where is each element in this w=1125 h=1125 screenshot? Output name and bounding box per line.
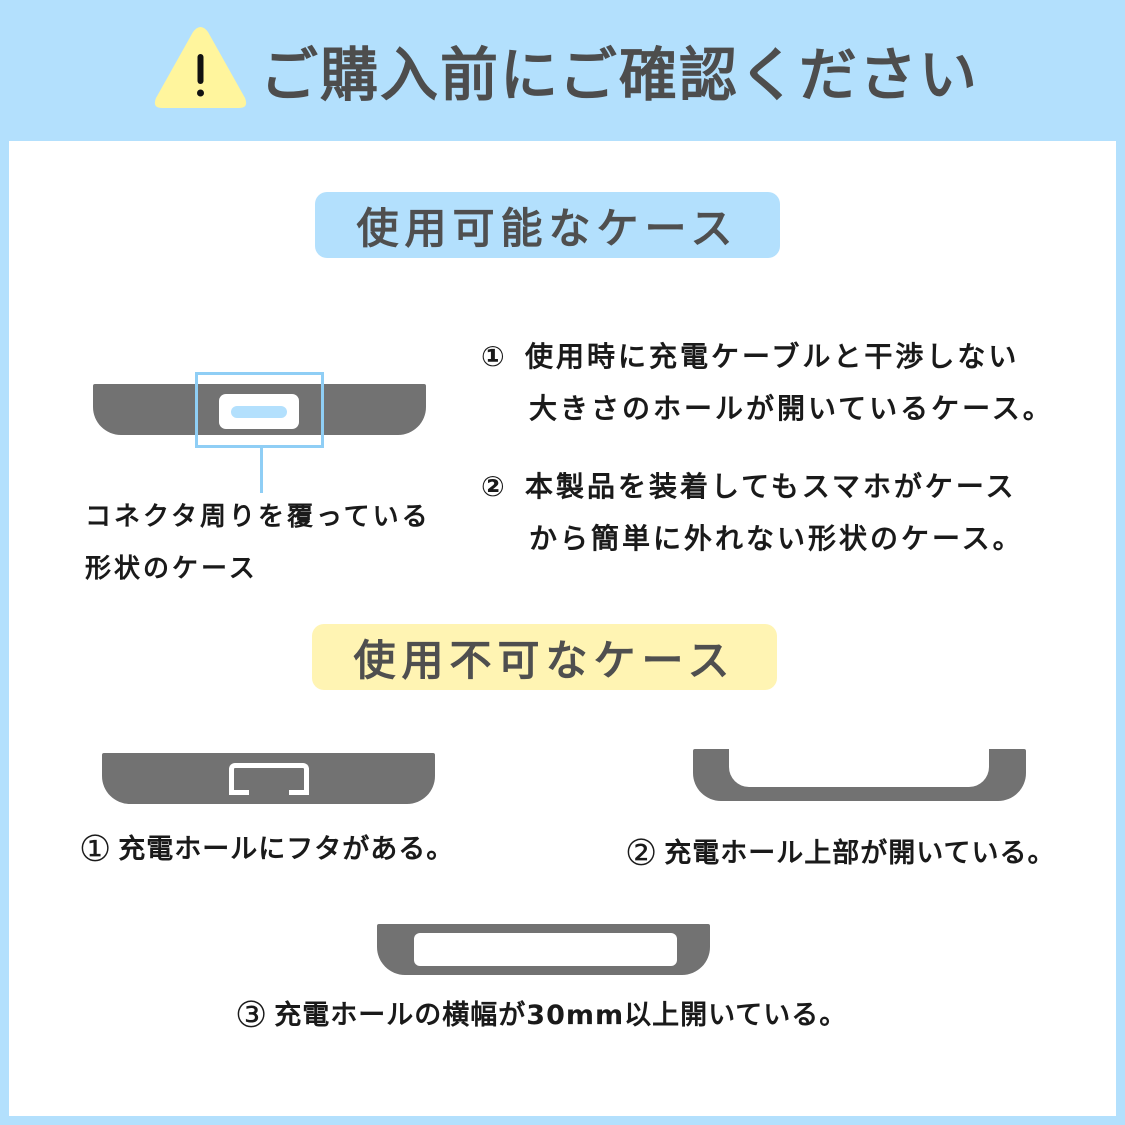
callout-connector-line <box>260 448 263 493</box>
wide-hole <box>414 933 677 966</box>
item-number: ③ <box>235 995 269 1036</box>
item-text: 充電ホール上部が開いている。 <box>664 838 1056 869</box>
item-text: 充電ホールにフタがある。 <box>118 834 455 865</box>
rule-line: 本製品を装着してもスマホがケース <box>525 470 1017 503</box>
rule-number: ② <box>481 470 508 503</box>
item-number: ① <box>79 829 113 870</box>
hole-cover-icon <box>229 763 309 795</box>
rule-number: ① <box>481 340 508 373</box>
unusable-cases-label: 使用不可なケース <box>312 624 777 690</box>
connector-port-icon <box>231 406 287 418</box>
case-open-top-illustration <box>693 749 1026 801</box>
rule-line: 大きさのホールが開いているケース。 <box>529 392 1054 425</box>
header-banner: ご購入前にご確認ください <box>0 0 1125 141</box>
usable-rule-2: ② 本製品を装着してもスマホがケース から簡単に外れない形状のケース。 <box>481 461 1054 565</box>
rule-line: から簡単に外れない形状のケース。 <box>529 522 1024 555</box>
case-wide-hole-illustration <box>377 924 710 975</box>
cover-foot-right <box>289 790 309 795</box>
rule-line: 使用時に充電ケーブルと干渉しない <box>525 340 1020 373</box>
usable-rule-1: ① 使用時に充電ケーブルと干渉しない 大きさのホールが開いているケース。 <box>481 331 1054 435</box>
page-title: ご購入前にご確認ください <box>260 41 979 109</box>
usable-callout-text: コネクタ周りを覆っている 形状のケース <box>85 491 431 595</box>
connector-highlight-box <box>195 372 324 448</box>
content-panel: 使用可能なケース コネクタ周りを覆っている 形状のケース ① 使用時に充電ケーブル… <box>9 141 1116 1116</box>
charging-hole <box>219 394 299 429</box>
warning-triangle-icon <box>154 27 247 108</box>
callout-line-1: コネクタ周りを覆っている <box>85 502 431 532</box>
usable-case-illustration <box>93 384 426 435</box>
cover-foot-left <box>229 790 249 795</box>
case-with-cover-illustration <box>102 753 435 804</box>
item-text: 充電ホールの横幅が30mm以上開いている。 <box>274 1000 848 1031</box>
usable-rules-list: ① 使用時に充電ケーブルと干渉しない 大きさのホールが開いているケース。 ② 本製品… <box>481 331 1054 591</box>
usable-cases-label: 使用可能なケース <box>315 192 780 258</box>
callout-line-2: 形状のケース <box>85 554 258 584</box>
item-number: ② <box>625 833 659 874</box>
open-top-gap <box>729 749 989 787</box>
